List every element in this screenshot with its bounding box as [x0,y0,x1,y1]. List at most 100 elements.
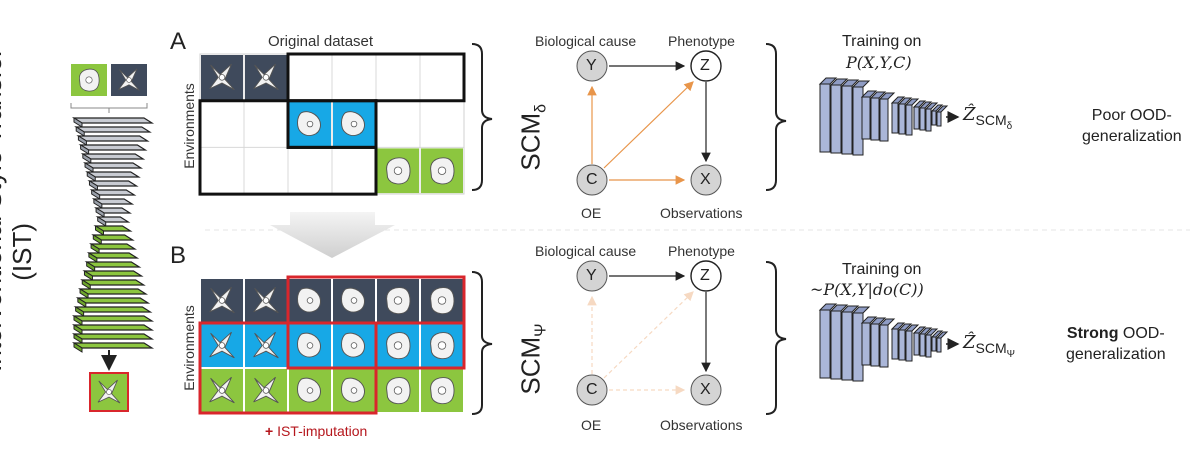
cnn-layer [925,108,932,132]
scm-delta-label: SCMδ [515,103,550,171]
cnn-layer [830,310,842,380]
ist-layer [71,324,155,331]
cnn-layer [891,328,899,360]
cnn-layer [879,98,889,142]
cnn-layer [841,85,853,155]
node-x-b-label: X [700,381,711,398]
cnn-layer [891,102,899,134]
graph-b-observations: Observations [660,417,743,433]
causal-graph-a [576,50,722,196]
cnn-layer [919,107,926,131]
node-z-b-label: Z [700,267,710,284]
cnn-layer [870,97,880,141]
cnn-layer [879,324,889,368]
ist-imputation-label: + IST-imputation [265,423,368,439]
grid-a-title: Original dataset [268,33,374,50]
ist-layer [80,279,146,286]
cnn-layer [861,96,871,140]
result-a-line1: Poor OOD- [1091,107,1172,124]
brace-a-left [471,43,493,191]
causal-graph-b [576,260,722,406]
ist-layer [80,153,146,160]
brace-a-right [765,43,787,191]
graph-a-oe: OE [581,205,602,221]
node-x-a-label: X [700,171,711,188]
transform-arrow [270,212,395,258]
ist-layer [71,315,155,322]
graph-b-oe: OE [581,417,602,433]
result-a-line2: generalization [1082,127,1182,145]
node-c-b [576,374,608,406]
graph-b-phenotype: Phenotype [668,243,735,259]
node-c-a [576,164,608,196]
ist-layer [71,117,155,124]
panel-b-letter: B [170,242,187,269]
graph-b-biological-cause: Biological cause [535,243,637,259]
cnn-layer [861,322,871,366]
result-b-line1: Strong OOD- [1066,325,1165,342]
brace-b-right [765,261,787,415]
brace-b-left [471,271,493,415]
ist-layer [74,126,152,133]
training-b-formula: ~P(X,Y|do(C)) [810,280,924,299]
ist-layer [77,288,149,295]
result-b: Strong OOD- generalization [1066,324,1166,366]
graph-a-phenotype: Phenotype [668,33,735,49]
cnn-network-a [818,77,949,156]
cnn-layer [905,330,913,362]
cnn-layer [841,311,853,381]
cnn-network-b [818,303,949,382]
cnn-layer [936,111,942,127]
cnn-layer [913,106,920,130]
output-a-label: ẐSCMδ [963,104,1013,132]
grid-a [198,52,466,196]
cnn-layer [870,323,880,367]
training-a-formula: P(X,Y,C) [846,53,912,72]
node-c-b-label: C [586,381,598,398]
node-z-a-label: Z [700,57,710,74]
result-a: Poor OOD- generalization [1082,106,1182,148]
cnn-layer [919,333,926,357]
ist-layer [75,297,151,304]
scm-psi-label: SCMΨ [515,323,550,395]
training-b-title: Training on [842,261,922,278]
node-y-b-label: Y [586,267,597,284]
cnn-layer [931,110,937,126]
ist-layer [73,306,153,313]
node-x-a [690,164,722,196]
graph-a-observations: Observations [660,205,743,221]
cnn-layer [913,332,920,356]
ist-layer [78,144,148,151]
cnn-layer [819,83,831,153]
node-y-b [576,260,608,292]
output-b-label: ẐSCMΨ [963,332,1015,360]
node-y-a-label: Y [586,57,597,74]
cnn-layer [830,84,842,154]
ist-network-stack [70,64,155,412]
panel-a-letter: A [170,28,187,55]
cnn-layer [819,309,831,379]
node-y-a [576,50,608,82]
ist-layer [71,342,155,349]
grid-b-environments-label: Environments [181,305,197,391]
node-z-b [690,260,722,292]
cnn-layer [931,336,937,352]
grid-a-environments-label: Environments [181,83,197,169]
ist-layer [71,333,155,340]
result-b-line2: generalization [1066,345,1166,363]
training-a-title: Training on [842,33,922,50]
cnn-layer [898,329,906,361]
node-x-b [690,374,722,406]
ist-layer [82,162,144,169]
ist-layer [76,135,150,142]
graph-a-biological-cause: Biological cause [535,33,637,49]
output-thumbnail [89,372,129,412]
ist-title-line2: (IST) [7,223,37,281]
ist-layer [82,270,144,277]
cnn-layer [905,104,913,136]
node-c-a-label: C [586,171,598,188]
cnn-layer [925,334,932,358]
cnn-layer [898,103,906,135]
cnn-layer [936,337,942,353]
